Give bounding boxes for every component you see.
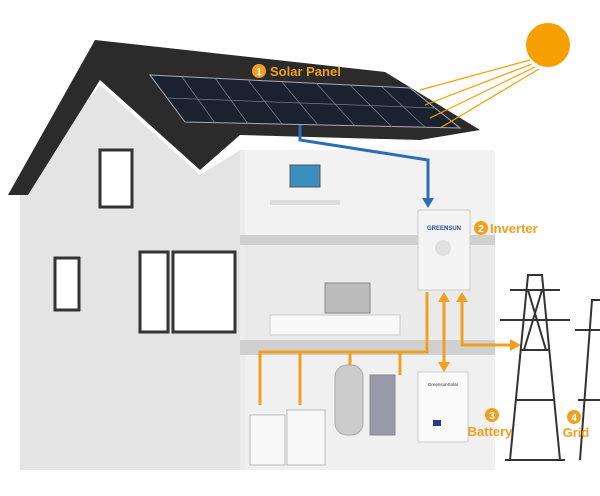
ac-cables [258,292,512,405]
boiler [369,374,396,436]
solar-panel-array [148,74,462,129]
desk [270,200,340,205]
window [53,256,81,312]
floor-slab [240,235,495,245]
svg-text:2: 2 [478,224,484,235]
label-grid: 4 Grid [563,410,590,440]
house-facade [20,85,240,470]
battery-brand: GreensunSolar [428,382,459,387]
window [138,250,170,334]
battery-unit [417,371,469,443]
tv [324,282,371,314]
washing-machine [249,414,286,466]
svg-text:1: 1 [256,67,262,78]
sun-icon [526,23,570,67]
arrow-icon [422,198,434,208]
dc-cable [298,125,430,200]
label-inverter: 2 Inverter [474,221,538,236]
grid-pylon [500,274,570,461]
svg-text:4: 4 [571,413,577,424]
label-solar-panel: 1 Solar Panel [252,64,341,79]
battery-display [433,420,441,426]
svg-text:3: 3 [489,411,495,422]
dryer [286,409,326,466]
water-heater [334,364,364,436]
svg-text:Grid: Grid [563,425,590,440]
svg-text:Inverter: Inverter [490,221,538,236]
sun-rays [419,59,540,129]
inverter-display [435,240,451,256]
window [171,250,237,334]
window [98,148,134,209]
svg-text:Battery: Battery [468,424,514,439]
label-battery: 3 Battery [468,408,514,439]
arrow-icon [438,362,450,372]
svg-text:Solar Panel: Solar Panel [270,64,341,79]
inverter-brand: GREENSUN [427,226,461,232]
grid-pylon [575,299,600,461]
computer-monitor [289,164,321,188]
arrow-icon [510,339,521,351]
sofa [269,314,401,336]
arrow-icon [438,292,450,302]
arrow-icon [456,292,468,302]
